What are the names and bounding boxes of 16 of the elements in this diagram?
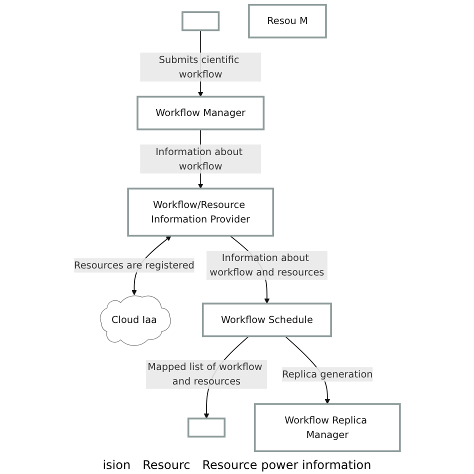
node-box: Workflow/Resource Information Provider — [127, 188, 274, 237]
note-text: ision — [102, 458, 131, 472]
note-text: Resourc — [142, 458, 190, 472]
edge-label: Mapped list of workflow and resources — [148, 361, 262, 388]
edge-label: Information about workflow and resources — [210, 252, 324, 278]
node-box: Workflow Schedule — [202, 302, 332, 338]
node-box — [187, 418, 226, 438]
node-box: Resou M — [248, 4, 327, 38]
edge-label: Resources are registered — [74, 259, 194, 271]
node-box: Workflow Manager — [136, 96, 265, 130]
edge-label: Information about workflow — [156, 146, 243, 172]
node-box: Workflow Replica Manager — [254, 403, 401, 452]
edge-label: Replica generation — [282, 368, 373, 380]
edge-label: Submits cientific workflow — [158, 54, 240, 80]
node-box — [182, 11, 220, 32]
note-text: Resource power information — [202, 458, 372, 472]
